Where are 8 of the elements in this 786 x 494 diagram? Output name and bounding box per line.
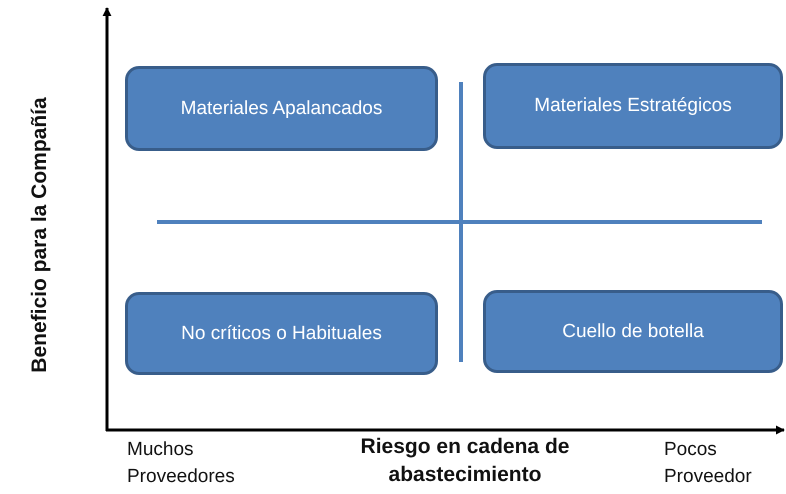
quadrant-box: Cuello de botella [483, 290, 783, 373]
quadrant-box: Materiales Apalancados [125, 66, 438, 151]
axis-title: Riesgo en cadena de abastecimiento [360, 434, 570, 488]
axis-title: Beneficio para la Compañía [27, 96, 52, 375]
quadrant-box: Materiales Estratégicos [483, 63, 783, 149]
axis-end-label: Pocos Proveedor [664, 438, 753, 489]
axis-end-label: Muchos Proveedores [127, 438, 236, 489]
quadrant-box: No críticos o Habituales [125, 292, 438, 375]
